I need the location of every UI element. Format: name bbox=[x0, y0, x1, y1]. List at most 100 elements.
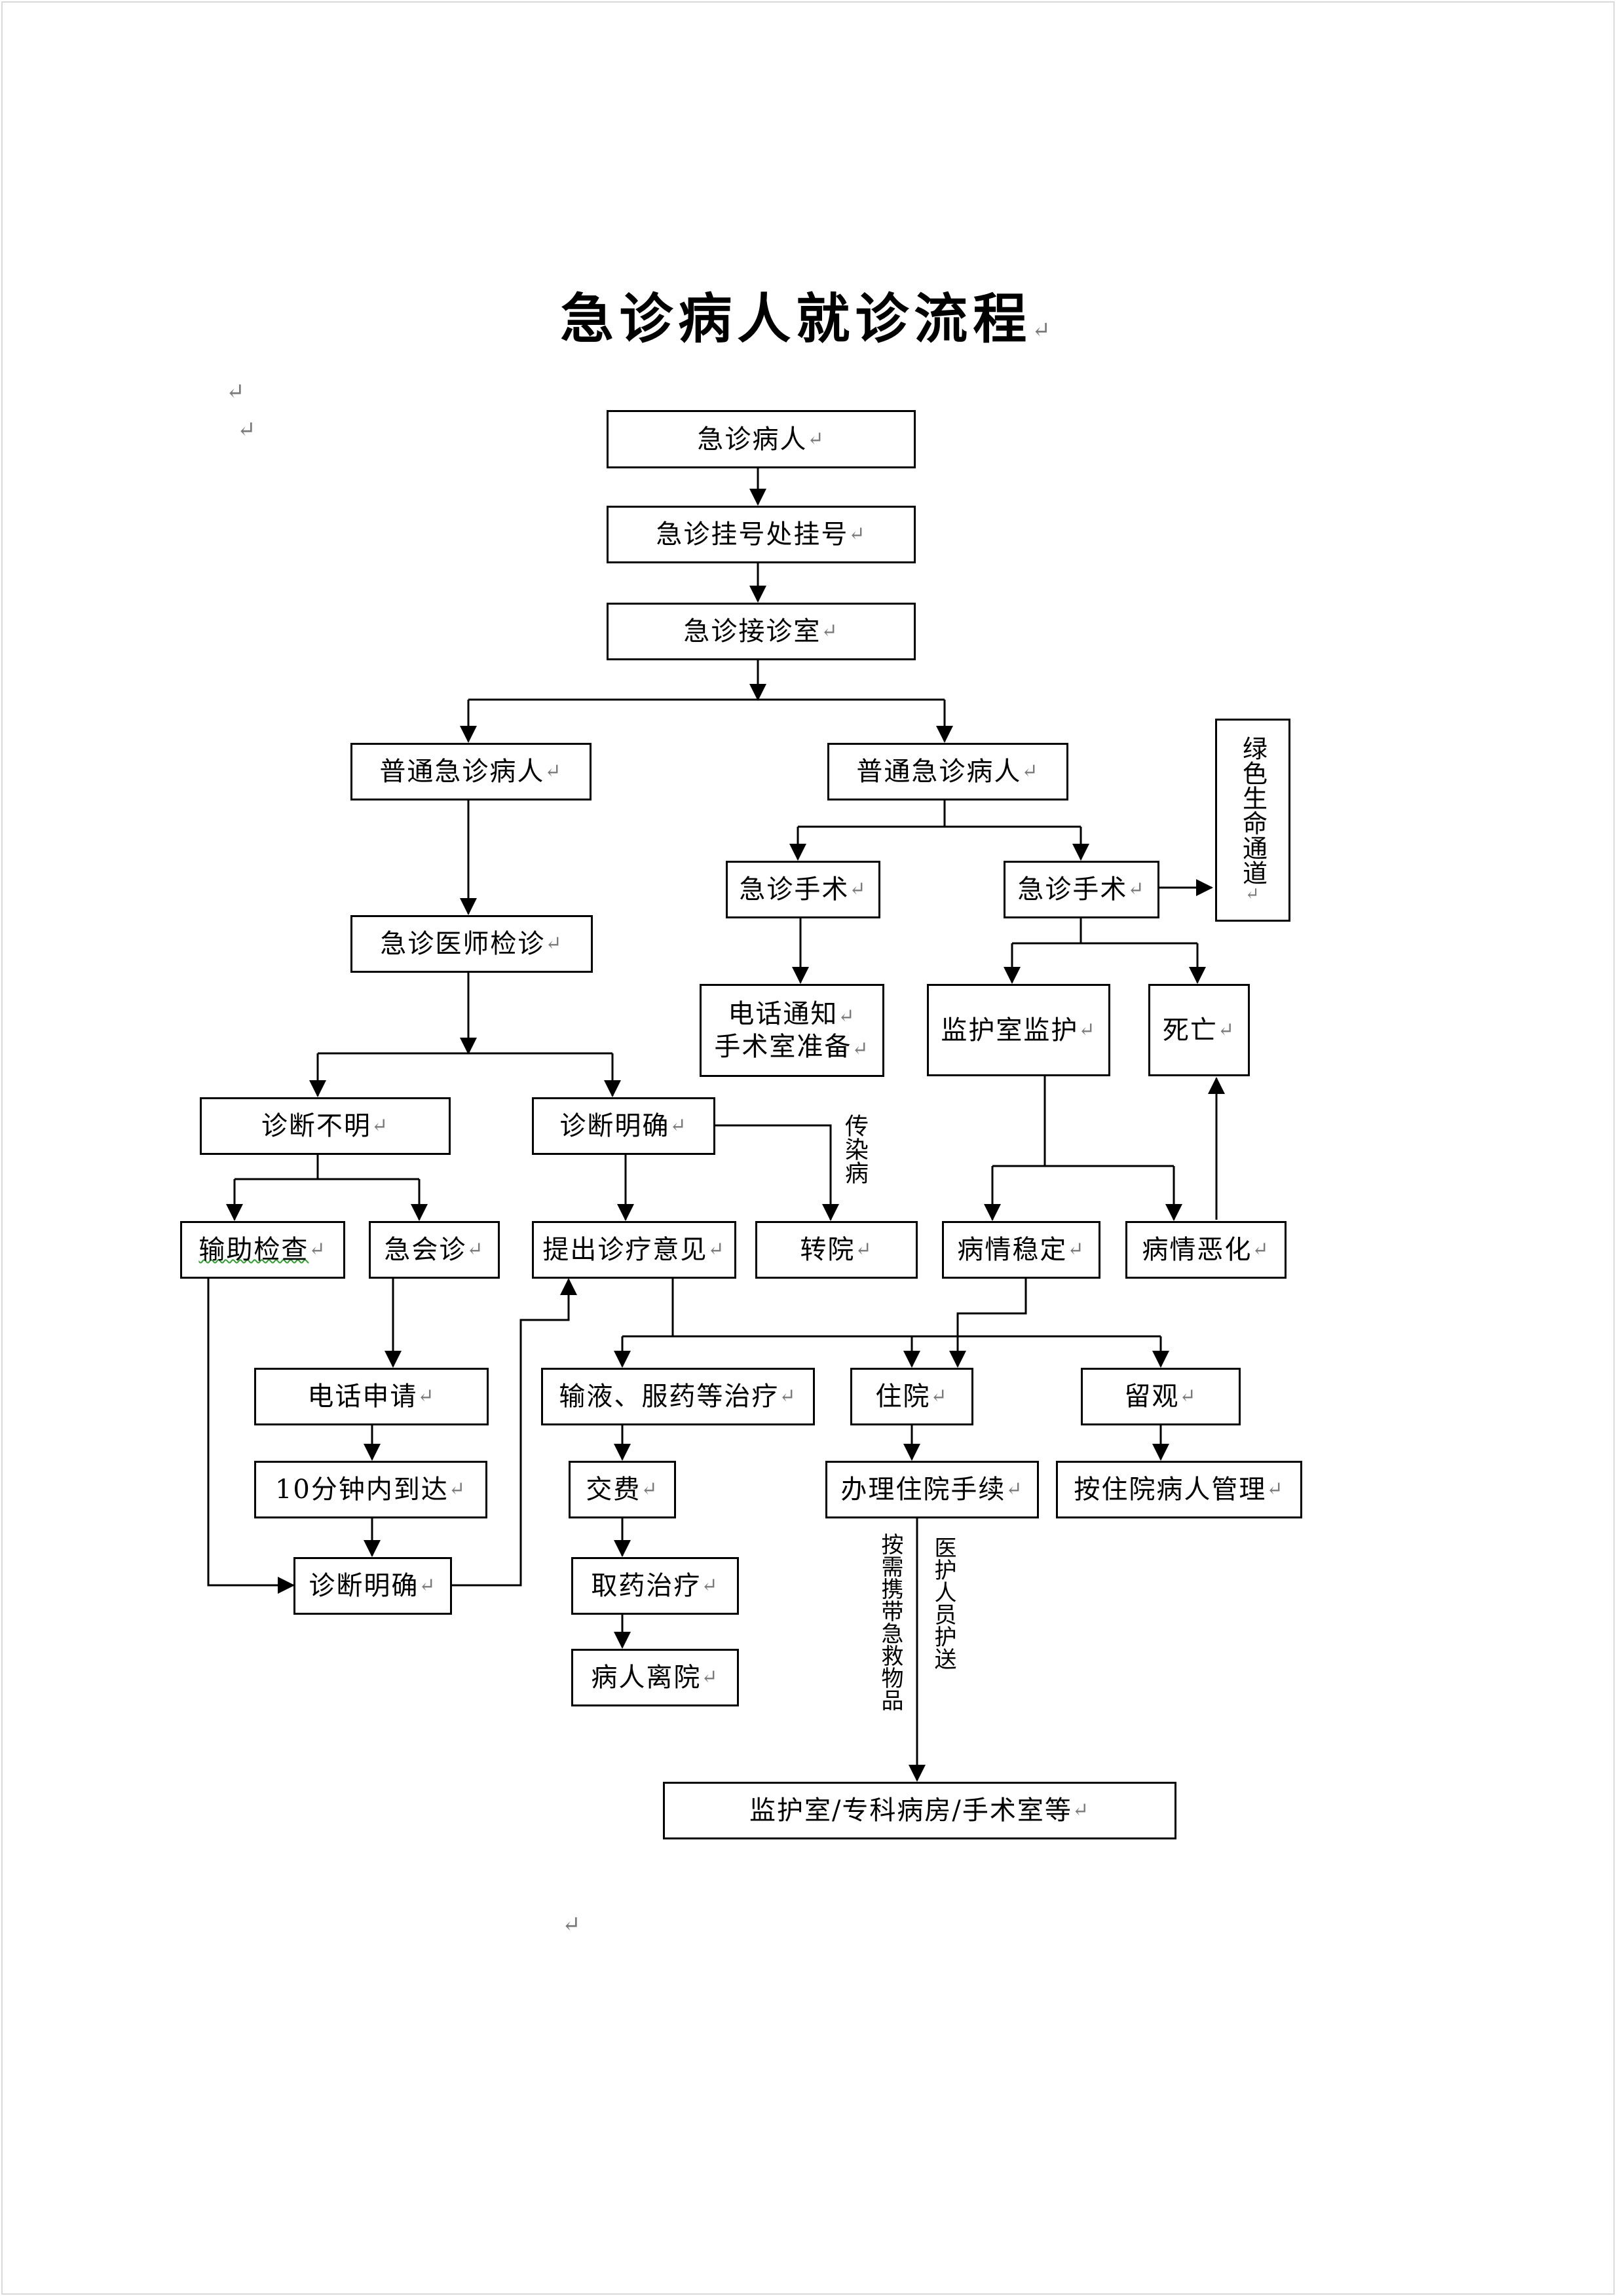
node-general-right-label: 普通急诊病人 bbox=[856, 757, 1022, 787]
paragraph-mark: ↵ bbox=[1245, 884, 1261, 905]
paragraph-mark: ↵ bbox=[701, 1574, 719, 1598]
node-icu-monitor: 监护室监护↵ bbox=[927, 984, 1110, 1076]
node-surgery-left-label: 急诊手术 bbox=[739, 875, 850, 905]
paragraph-mark: ↵ bbox=[466, 1238, 485, 1262]
paragraph-mark: ↵ bbox=[1266, 1478, 1285, 1501]
node-general-left: 普通急诊病人↵ bbox=[350, 743, 592, 800]
label-infectious-text: 传染病 bbox=[841, 1114, 868, 1184]
node-diag-clear-2: 诊断明确↵ bbox=[293, 1557, 452, 1615]
node-transfer-label: 转院 bbox=[800, 1235, 855, 1265]
node-consult: 急会诊↵ bbox=[369, 1221, 500, 1279]
node-consult-label: 急会诊 bbox=[384, 1235, 467, 1265]
node-notify: 电话通知↵ 手术室准备↵ bbox=[700, 984, 884, 1077]
paragraph-mark: ↵ bbox=[707, 1238, 726, 1262]
node-stable-label: 病情稳定 bbox=[957, 1235, 1068, 1265]
node-admission: 办理住院手续↵ bbox=[825, 1461, 1039, 1518]
node-destination-label: 监护室/专科病房/手术室等 bbox=[749, 1796, 1072, 1826]
paragraph-mark: ↵ bbox=[1072, 1799, 1091, 1822]
node-diag-clear: 诊断明确↵ bbox=[532, 1097, 715, 1155]
paragraph-mark: ↵ bbox=[1179, 1385, 1197, 1408]
label-escort-text: 医护人员护送 bbox=[930, 1536, 956, 1670]
node-observe-label: 留观 bbox=[1124, 1382, 1180, 1412]
node-hospitalize: 住院↵ bbox=[850, 1368, 973, 1425]
paragraph-mark: ↵ bbox=[641, 1478, 659, 1501]
paragraph-mark: ↵ bbox=[848, 523, 867, 546]
node-patient-label: 急诊病人 bbox=[697, 424, 808, 455]
node-notify-line1-row: 电话通知↵ bbox=[728, 998, 855, 1030]
paragraph-mark: ↵ bbox=[669, 1114, 688, 1138]
paragraph-mark: ↵ bbox=[419, 1574, 437, 1598]
paragraph-mark: ↵ bbox=[1067, 1238, 1085, 1262]
label-infectious: 传染病 bbox=[841, 1114, 868, 1184]
node-treatment-opinion: 提出诊疗意见↵ bbox=[532, 1221, 736, 1279]
page-title: 急诊病人就诊流程↵ bbox=[0, 275, 1616, 353]
node-diag-clear-label: 诊断明确 bbox=[559, 1111, 670, 1141]
node-aux-exam: 输助检查↵ bbox=[180, 1221, 345, 1279]
node-registration: 急诊挂号处挂号↵ bbox=[607, 506, 916, 563]
node-icu-monitor-label: 监护室监护 bbox=[941, 1015, 1079, 1045]
node-doctor-exam: 急诊医师检诊↵ bbox=[350, 915, 593, 973]
node-inpatient-mgmt-label: 按住院病人管理 bbox=[1074, 1475, 1267, 1505]
node-green-channel: 绿色生命通道 ↵ bbox=[1215, 719, 1290, 922]
node-inpatient-mgmt: 按住院病人管理↵ bbox=[1056, 1461, 1302, 1518]
node-admission-label: 办理住院手续 bbox=[840, 1475, 1006, 1505]
node-diag-unclear-label: 诊断不明 bbox=[261, 1111, 371, 1141]
paragraph-mark: ↵ bbox=[544, 760, 563, 783]
node-treatment-opinion-label: 提出诊疗意见 bbox=[542, 1235, 708, 1265]
paragraph-mark: ↵ bbox=[849, 878, 867, 901]
node-green-channel-label: 绿色生命通道 bbox=[1238, 736, 1268, 886]
paragraph-mark: ↵ bbox=[448, 1478, 467, 1501]
node-death: 死亡↵ bbox=[1148, 984, 1250, 1076]
node-fetch-medicine: 取药治疗↵ bbox=[571, 1557, 739, 1615]
node-surgery-right: 急诊手术↵ bbox=[1004, 861, 1159, 918]
node-fetch-medicine-label: 取药治疗 bbox=[591, 1571, 702, 1601]
node-general-right: 普通急诊病人↵ bbox=[827, 743, 1068, 800]
paragraph-mark: ↵ bbox=[237, 417, 256, 443]
paragraph-mark: ↵ bbox=[1078, 1018, 1097, 1042]
paragraph-mark: ↵ bbox=[1252, 1238, 1270, 1262]
node-notify-line1: 电话通知 bbox=[728, 999, 838, 1029]
paragraph-mark: ↵ bbox=[852, 1038, 870, 1061]
node-diag-unclear: 诊断不明↵ bbox=[200, 1097, 451, 1155]
paragraph-mark: ↵ bbox=[1021, 760, 1040, 783]
paragraph-mark: ↵ bbox=[807, 427, 825, 451]
paragraph-mark: ↵ bbox=[1217, 1018, 1236, 1042]
node-payment-label: 交费 bbox=[586, 1475, 641, 1505]
node-worsen-label: 病情恶化 bbox=[1142, 1235, 1252, 1265]
paragraph-mark: ↵ bbox=[779, 1385, 797, 1408]
page-title-text: 急诊病人就诊流程 bbox=[560, 288, 1032, 350]
node-surgery-right-label: 急诊手术 bbox=[1017, 875, 1128, 905]
node-transfer: 转院↵ bbox=[755, 1221, 918, 1279]
node-registration-label: 急诊挂号处挂号 bbox=[656, 519, 849, 550]
node-worsen: 病情恶化↵ bbox=[1125, 1221, 1287, 1279]
node-infusion: 输液、服药等治疗↵ bbox=[541, 1368, 815, 1425]
node-destination: 监护室/专科病房/手术室等↵ bbox=[663, 1782, 1176, 1839]
paragraph-mark: ↵ bbox=[1127, 878, 1146, 901]
paragraph-mark: ↵ bbox=[838, 1005, 856, 1028]
arrow-aux-exam-to-diag-clear-2 bbox=[207, 1279, 295, 1594]
node-diag-clear-2-label: 诊断明确 bbox=[309, 1571, 419, 1601]
paragraph-mark: ↵ bbox=[371, 1114, 390, 1138]
node-doctor-exam-label: 急诊医师检诊 bbox=[380, 929, 546, 959]
node-phone-request-label: 电话申请 bbox=[307, 1382, 418, 1412]
node-leave: 病人离院↵ bbox=[571, 1649, 739, 1706]
node-notify-line2-row: 手术室准备↵ bbox=[714, 1030, 869, 1063]
node-general-left-label: 普通急诊病人 bbox=[379, 757, 545, 787]
node-hospitalize-label: 住院 bbox=[875, 1382, 931, 1412]
paragraph-mark: ↵ bbox=[309, 1238, 327, 1262]
node-infusion-label: 输液、服药等治疗 bbox=[559, 1382, 780, 1412]
node-reception-label: 急诊接诊室 bbox=[683, 616, 821, 647]
paragraph-mark: ↵ bbox=[930, 1385, 949, 1408]
paragraph-mark: ↵ bbox=[1005, 1478, 1024, 1501]
paragraph-mark: ↵ bbox=[562, 1911, 581, 1938]
node-arrive-10min-label: 10分钟内到达 bbox=[274, 1475, 449, 1505]
paragraph-mark: ↵ bbox=[821, 620, 839, 643]
node-death-label: 死亡 bbox=[1162, 1015, 1218, 1045]
paragraph-mark: ↵ bbox=[226, 379, 245, 405]
node-reception: 急诊接诊室↵ bbox=[607, 603, 916, 660]
node-surgery-left: 急诊手术↵ bbox=[726, 861, 880, 918]
node-phone-request: 电话申请↵ bbox=[254, 1368, 489, 1425]
